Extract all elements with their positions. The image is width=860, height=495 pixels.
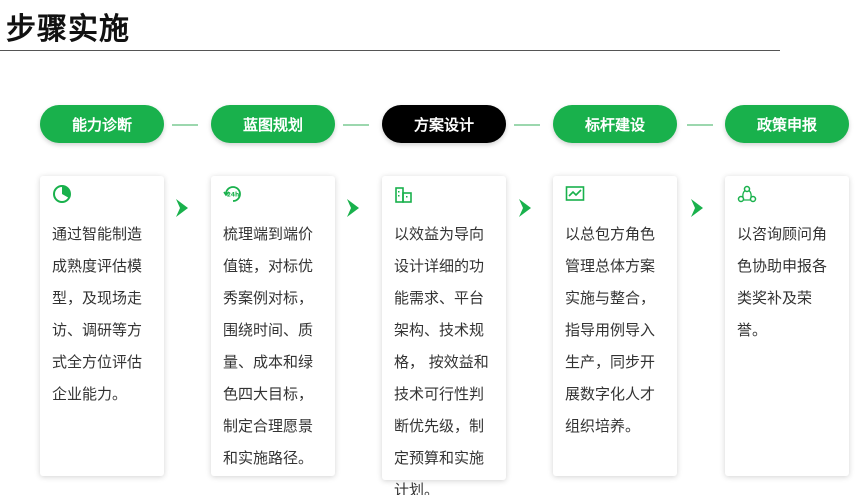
step-pill-2[interactable]: 蓝图规划 [211,105,335,143]
building-chart-icon [395,187,412,203]
chevron-right-icon [176,199,188,217]
dashboard-icon [565,186,585,201]
step-card-text-3: 以效益为导向设计详细的功能需求、平台架构、技术规格， 按效益和技术可行性判断优先… [394,225,489,495]
step-pill-4[interactable]: 标杆建设 [553,105,677,143]
svg-text:24h: 24h [227,192,240,199]
step-card-text-4: 以总包方角色管理总体方案实施与整合，指导用例导入生产，同步开展数字化人才组织培养… [565,225,656,435]
step-card-text-1: 通过智能制造成熟度评估模型，及现场走访、调研等方式全方位评估企业能力。 [52,225,143,403]
step-pill-3[interactable]: 方案设计 [382,105,506,143]
pie-chart-icon [53,185,71,203]
step-card-text-5: 以咨询顾问角色协助申报各类奖补及荣誉。 [737,225,828,339]
title-divider [0,50,780,51]
step-card-4: 以总包方角色管理总体方案实施与整合，指导用例导入生产，同步开展数字化人才组织培养… [553,176,677,476]
step-card-2: 24h 梳理端到端价值链，对标优秀案例对标，围绕时间、质量、成本和绿色四大目标，… [211,176,335,476]
step-pill-1[interactable]: 能力诊断 [40,105,164,143]
24h-cycle-icon: 24h [223,186,241,202]
connector-3 [514,124,540,126]
chevron-right-icon [347,199,359,217]
step-card-1: 通过智能制造成熟度评估模型，及现场走访、调研等方式全方位评估企业能力。 [40,176,164,476]
chevron-right-icon [691,199,703,217]
connector-1 [172,124,198,126]
step-pill-5[interactable]: 政策申报 [725,105,849,143]
connector-2 [343,124,369,126]
step-card-3: 以效益为导向设计详细的功能需求、平台架构、技术规格， 按效益和技术可行性判断优先… [382,176,506,495]
network-icon [737,185,757,203]
chevron-right-icon [519,199,531,217]
connector-4 [687,124,713,126]
step-card-5: 以咨询顾问角色协助申报各类奖补及荣誉。 [725,176,849,476]
page-title: 步骤实施 [6,12,130,47]
step-card-text-2: 梳理端到端价值链，对标优秀案例对标，围绕时间、质量、成本和绿色四大目标，制定合理… [223,225,314,467]
